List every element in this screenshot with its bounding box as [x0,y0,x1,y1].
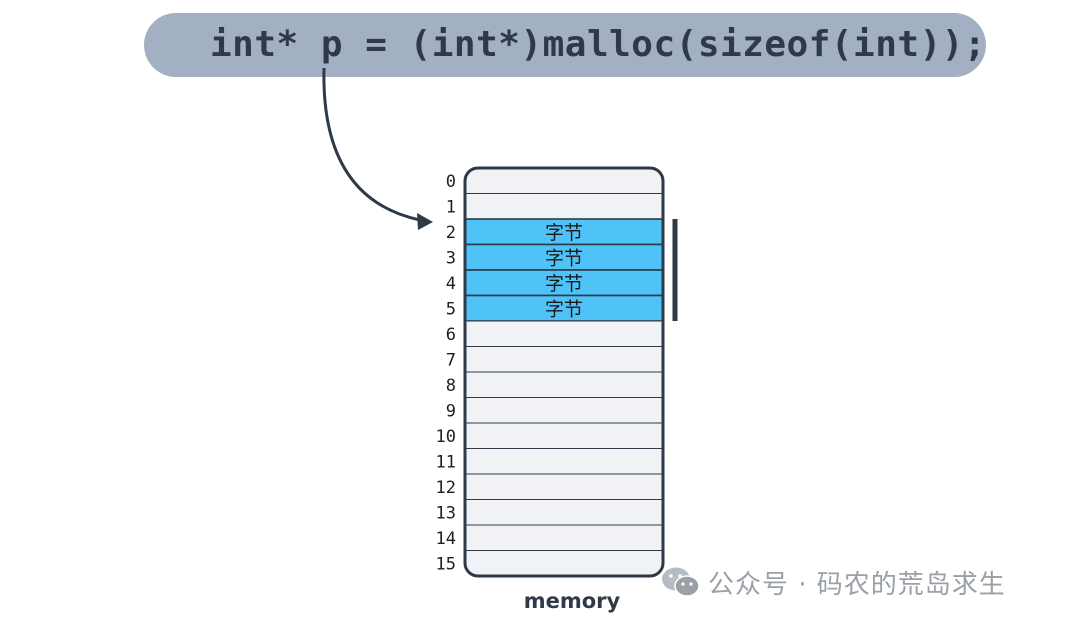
memory-cell [465,499,663,526]
memory-address-label: 0 [446,172,456,192]
memory-address-label: 10 [436,427,456,447]
memory-cell-allocated [465,294,663,322]
memory-address-label: 12 [436,478,456,498]
memory-cell-label: 字节 [545,273,583,295]
memory-address-label: 6 [446,325,456,345]
memory-caption: memory [524,589,621,613]
memory-address-label: 14 [436,529,456,549]
code-pill-background [144,13,986,77]
memory-address-label: 13 [436,503,456,523]
memory-cell [465,168,663,194]
watermark: 公众号 · 码农的荒岛求生 [660,562,1006,602]
code-statement: int* p = (int*)malloc(sizeof(int)); [210,24,987,65]
memory-cell-label: 字节 [545,222,583,244]
memory-cell [465,371,663,398]
memory-cell [465,397,663,424]
watermark-text: 公众号 · 码农的荒岛求生 [708,569,1006,600]
memory-address-label: 4 [446,274,456,294]
memory-address-label: 8 [446,376,456,396]
memory-cell [465,550,663,576]
memory-cell [465,346,663,373]
wechat-icon [662,567,700,597]
memory-cell [465,524,663,551]
memory-cell-allocated [465,218,663,246]
memory-address-label: 3 [446,248,456,268]
memory-address-label: 9 [446,401,456,421]
memory-cell-label: 字节 [545,247,583,269]
memory-cell [465,448,663,475]
memory-address-label: 2 [446,223,456,243]
memory-address-label: 7 [446,350,456,370]
memory-cell [465,473,663,500]
memory-address-label: 1 [446,197,456,217]
pointer-arrow [322,67,421,222]
memory-address-label: 11 [436,452,456,472]
memory-address-label: 5 [446,299,456,319]
memory-block-outline [463,166,665,578]
memory-cell [465,193,663,220]
memory-cell-label: 字节 [545,298,583,320]
memory-address-label: 15 [436,554,456,574]
pointer-arrowhead [417,213,433,230]
memory-cell [465,320,663,347]
memory-cell [465,422,663,449]
